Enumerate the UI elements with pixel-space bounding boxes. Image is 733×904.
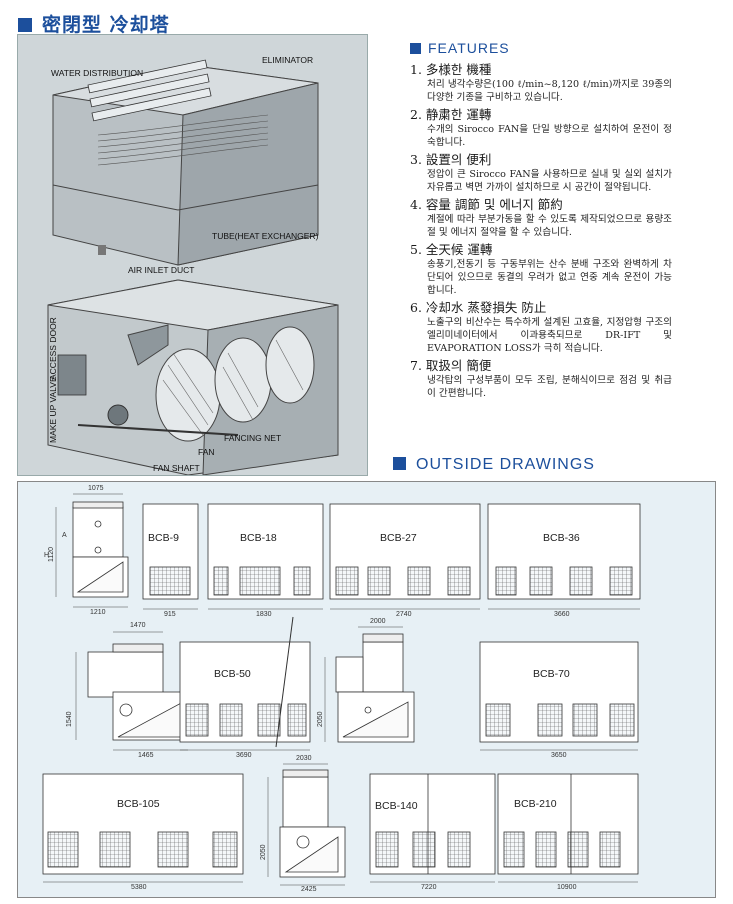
dim-label: 2030 (296, 755, 312, 762)
cooling-tower-illustration: ELIMINATOR WATER DISTRIBUTION TUBE(HEAT … (17, 34, 368, 476)
dim-label: 3660 (554, 611, 570, 618)
features-heading: FEATURES (410, 40, 510, 56)
feature-item: 2. 静粛한 運轉 수개의 Sirocco FAN을 단일 방향으로 설치하여 운… (410, 107, 672, 149)
feature-title: 5. 全天候 運轉 (410, 242, 493, 257)
feature-item: 6. 冷却水 蒸發損失 防止 노출구의 비산수는 특수하게 설계된 고효율, 지정… (410, 300, 672, 355)
features-heading-text: FEATURES (428, 40, 510, 56)
dim-label: 2050 (260, 844, 267, 860)
dim-label: 1075 (88, 485, 104, 492)
page-title-text: 密閉型 冷却塔 (42, 14, 170, 36)
fan-label: FAN (198, 447, 215, 457)
dim-label: 2050 (317, 711, 324, 727)
feature-title: 4. 容量 調節 및 에너지 節約 (410, 197, 563, 212)
model-label-bcb-105: BCB-105 (117, 798, 160, 810)
feature-title: 3. 設置의 便利 (410, 152, 492, 167)
feature-title: 6. 冷却水 蒸發損失 防止 (410, 300, 547, 315)
access-door-label: ACCESS DOOR (48, 317, 58, 380)
feature-item: 7. 取扱의 簡便 냉각탑의 구성부품이 모두 조립, 분해식이므로 점검 및 취… (410, 358, 672, 400)
eliminator-label: ELIMINATOR (262, 55, 314, 65)
outside-drawings-heading: OUTSIDE DRAWINGS (393, 456, 595, 474)
page-title: 密閉型 冷却塔 (18, 10, 170, 37)
model-label-bcb-70: BCB-70 (533, 668, 570, 680)
feature-desc: 송풍기,전동기 등 구동부위는 산수 분배 구조와 완벽하게 차단되어 있으므로… (427, 259, 672, 296)
dim-label: 3690 (236, 752, 252, 759)
tube-label: TUBE(HEAT EXCHANGER) (212, 231, 319, 241)
dim-label: 2000 (370, 618, 386, 625)
feature-desc: 노출구의 비산수는 특수하게 설계된 고효율, 지정압형 구조의 엘리미네이터에… (427, 317, 672, 354)
feature-item: 4. 容量 調節 및 에너지 節約 계절에 따라 부분가동을 할 수 있도록 제작… (410, 197, 672, 239)
fancing-net-label: FANCING NET (224, 433, 282, 443)
dim-label: 915 (164, 611, 176, 618)
feature-desc: 처리 냉각수량은(100 ℓ/min~8,120 ℓ/min)까지로 39종의 … (427, 79, 672, 103)
feature-title: 7. 取扱의 簡便 (410, 358, 492, 373)
model-label-bcb-27: BCB-27 (380, 532, 417, 544)
feature-item: 3. 設置의 便利 정압이 큰 Sirocco FAN을 사용하므로 실내 및 실… (410, 152, 672, 194)
dim-label: 3650 (551, 752, 567, 759)
make-up-valve-label: MAKE UP VALVE (48, 376, 58, 443)
square-bullet-icon (393, 457, 406, 470)
water-distribution-label: WATER DISTRIBUTION (51, 68, 144, 78)
dim-h-label: H (44, 552, 50, 559)
model-label-bcb-140: BCB-140 (375, 800, 418, 812)
dim-label: 1465 (138, 752, 154, 759)
feature-desc: 수개의 Sirocco FAN을 단일 방향으로 설치하여 운전이 정숙합니다. (427, 124, 672, 148)
cooling-tower-drawing (47, 59, 339, 475)
dim-label: 2740 (396, 611, 412, 618)
model-label-bcb-210: BCB-210 (514, 798, 557, 810)
dim-label: 5380 (131, 884, 147, 891)
feature-item: 5. 全天候 運轉 송풍기,전동기 등 구동부위는 산수 분배 구조와 완벽하게 … (410, 242, 672, 297)
model-label-bcb-36: BCB-36 (543, 532, 580, 544)
model-label-bcb-18: BCB-18 (240, 532, 277, 544)
air-inlet-duct-label: AIR INLET DUCT (128, 265, 195, 275)
feature-desc: 냉각탑의 구성부품이 모두 조립, 분해식이므로 점검 및 취급이 간편합니다. (427, 375, 672, 399)
dim-label: 2425 (301, 886, 317, 893)
dim-label: 1210 (90, 609, 106, 616)
model-label-bcb-9: BCB-9 (148, 532, 179, 544)
feature-item: 1. 多様한 機種 처리 냉각수량은(100 ℓ/min~8,120 ℓ/min)… (410, 62, 672, 104)
model-label-bcb-50: BCB-50 (214, 668, 251, 680)
dim-label: 10900 (557, 884, 577, 891)
outside-drawings-panel: BCB-9 BCB-18 BCB-27 BCB-36 BCB-50 BCB-70… (17, 481, 716, 898)
square-bullet-icon (18, 18, 32, 32)
feature-title: 2. 静粛한 運轉 (410, 107, 492, 122)
dim-label: 1540 (66, 711, 73, 727)
features-list: 1. 多様한 機種 처리 냉각수량은(100 ℓ/min~8,120 ℓ/min)… (410, 62, 672, 403)
outside-drawings-svg (42, 493, 641, 886)
outside-drawings-heading-text: OUTSIDE DRAWINGS (416, 456, 595, 473)
dim-a-label: A (62, 532, 67, 539)
dim-label: 1470 (130, 622, 146, 629)
fan-shaft-label: FAN SHAFT (153, 463, 200, 473)
feature-title: 1. 多様한 機種 (410, 62, 492, 77)
square-bullet-icon (410, 43, 421, 54)
dim-label: 1830 (256, 611, 272, 618)
feature-desc: 계절에 따라 부분가동을 할 수 있도록 제작되었으므로 용량조절 및 에너지 … (427, 214, 672, 238)
feature-desc: 정압이 큰 Sirocco FAN을 사용하므로 실내 및 실외 설치가 자유롭… (427, 169, 672, 193)
dim-label: 7220 (421, 884, 437, 891)
